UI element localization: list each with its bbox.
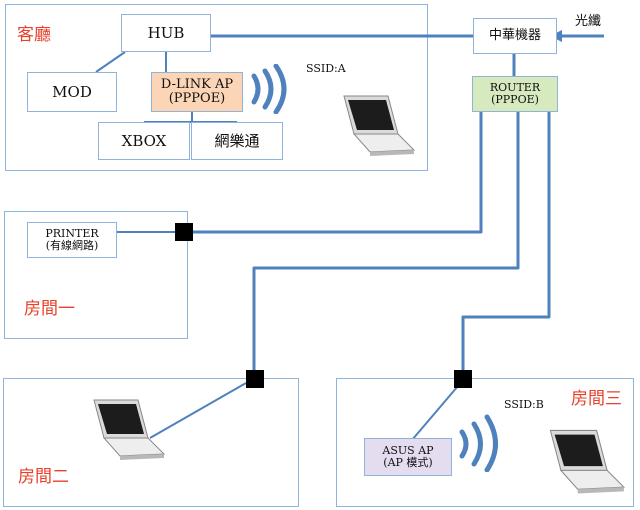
wire-router-room3 — [461, 112, 551, 378]
network-junction-icon — [246, 370, 264, 388]
wifi-signal-icon — [459, 414, 498, 472]
room-label-room2: 房間二 — [18, 467, 69, 487]
dlink-ap-label-line2: (PPPOE) — [168, 91, 226, 106]
cht-modem-box: 中華機器 — [473, 18, 557, 54]
wire-router-room2 — [252, 112, 520, 378]
mod-label: MOD — [52, 82, 92, 101]
dlink-ap-label-line1: D-LINK AP — [160, 76, 234, 92]
cht-modem-label: 中華機器 — [488, 27, 541, 43]
printer-box: PRINTER (有線網路) — [27, 222, 117, 258]
network-junction-icon — [454, 370, 472, 388]
wire-router-printer — [185, 112, 483, 234]
xbox-label: XBOX — [121, 131, 167, 150]
hub-box: HUB — [121, 14, 211, 52]
wifi-signal-icon — [251, 64, 287, 114]
router-label-line1: ROUTER — [489, 80, 541, 94]
router-label-line2: (PPPOE) — [491, 93, 539, 106]
ssid-b-label: SSID:B — [504, 398, 544, 411]
netmusic-label: 網樂通 — [214, 131, 260, 150]
netmusic-box: 網樂通 — [191, 122, 283, 160]
asus-ap-label-line2: (AP 模式) — [383, 456, 433, 469]
router-box: ROUTER (PPPOE) — [472, 76, 558, 112]
laptop-icon — [343, 95, 416, 156]
laptop-icon — [93, 399, 166, 460]
room-label-living: 客廳 — [17, 25, 51, 45]
mod-box: MOD — [27, 72, 117, 112]
room-label-room1: 房間一 — [24, 299, 75, 319]
network-junction-icon — [175, 223, 193, 241]
fiber-label: 光纖 — [575, 14, 602, 29]
asus-ap-box: ASUS AP (AP 模式) — [364, 438, 452, 476]
xbox-box: XBOX — [98, 122, 190, 160]
asus-ap-label-line1: ASUS AP — [382, 443, 434, 457]
room-label-room3: 房間三 — [571, 389, 622, 409]
printer-label-line2: (有線網路) — [45, 239, 99, 252]
printer-label-line1: PRINTER — [45, 226, 99, 240]
laptop-icon — [549, 429, 626, 494]
hub-label: HUB — [147, 23, 185, 42]
ssid-a-label: SSID:A — [306, 62, 346, 75]
dlink-ap-box: D-LINK AP (PPPOE) — [151, 72, 243, 112]
